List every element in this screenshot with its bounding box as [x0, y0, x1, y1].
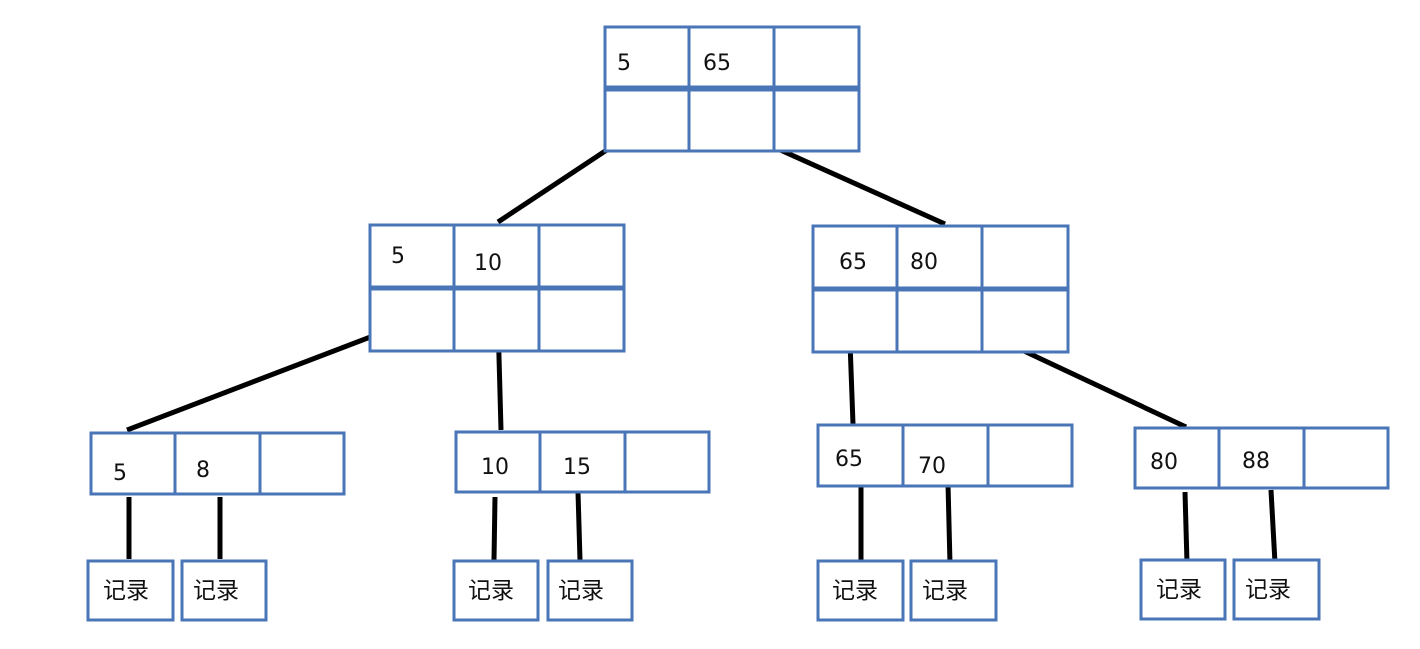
leaf-4-key-cell-1	[1133, 426, 1221, 490]
leaf-2-key-1: 10	[481, 455, 509, 480]
leaf-2-key-cell-3	[623, 430, 711, 494]
record-boxes: 记录 记录 记录 记录 记录 记录 记录 记录	[86, 558, 1321, 622]
leaf-node-2: 10 15	[454, 430, 711, 494]
internal-left-pointer-cell-1	[368, 287, 456, 353]
edge-leaf-4-key-2-to-record	[1268, 489, 1278, 564]
leaf-4-key-cell-2	[1217, 426, 1306, 490]
internal-right-pointer-cell-3	[980, 288, 1070, 354]
record-label-4: 记录	[558, 578, 604, 604]
internal-left-pointer-cell-3	[537, 287, 626, 353]
leaf-4-key-2: 88	[1242, 449, 1270, 474]
internal-node-left: 5 10	[368, 223, 626, 353]
leaf-2-key-cell-2	[538, 430, 627, 494]
leaf-node-4: 80 88	[1133, 426, 1390, 490]
root-key-2: 65	[703, 51, 731, 76]
internal-left-key-1: 5	[391, 244, 405, 269]
edge-leaf-2-key-2-to-record	[575, 491, 583, 561]
internal-left-key-cell-1	[368, 223, 456, 289]
record-box-3	[452, 559, 540, 622]
record-label-6: 记录	[922, 578, 968, 604]
internal-left-key-cell-2	[452, 223, 541, 289]
edge-leaf-2-key-1-to-record	[491, 496, 498, 561]
internal-node-right: 65 80	[811, 224, 1070, 354]
root-pointer-cell-1	[603, 88, 691, 153]
leaf-1-key-2: 8	[196, 458, 210, 483]
internal-left-key-2: 10	[474, 251, 502, 276]
leaf-3-key-2: 70	[918, 454, 946, 479]
record-label-1: 记录	[103, 578, 149, 604]
leaf-3-key-cell-1	[816, 423, 905, 488]
leaf-node-3: 65 70	[816, 423, 1074, 488]
record-box-2	[180, 559, 268, 622]
root-key-cell-2	[687, 25, 776, 89]
record-label-8: 记录	[1245, 577, 1291, 603]
root-key-cell-3	[772, 25, 861, 89]
internal-right-key-1: 65	[839, 250, 867, 275]
record-box-8	[1232, 558, 1321, 621]
leaf-4-key-cell-3	[1302, 426, 1390, 490]
leaf-node-1: 5 8	[89, 431, 346, 496]
root-pointer-cell-3	[772, 88, 861, 153]
leaf-3-key-cell-3	[986, 423, 1074, 488]
leaf-2-key-cell-1	[454, 430, 542, 494]
record-label-7: 记录	[1156, 577, 1202, 603]
internal-right-pointer-cell-2	[895, 288, 984, 354]
root-node: 5 65	[603, 25, 861, 153]
internal-right-key-cell-2	[895, 224, 984, 290]
internal-right-key-2: 80	[910, 250, 938, 275]
record-label-2: 记录	[193, 578, 239, 604]
internal-left-pointer-cell-2	[452, 287, 541, 353]
internal-right-pointer-cell-1	[811, 288, 899, 354]
internal-right-key-cell-1	[811, 224, 899, 290]
record-box-1	[86, 559, 175, 622]
leaf-1-key-cell-1	[89, 431, 177, 496]
tree-edges	[126, 123, 1278, 565]
root-pointer-cell-2	[687, 88, 776, 153]
edge-leaf-4-key-1-to-record	[1182, 491, 1190, 564]
internal-right-key-cell-3	[980, 224, 1070, 290]
record-box-5	[816, 559, 905, 622]
internal-left-key-cell-3	[537, 223, 626, 289]
record-box-6	[909, 559, 998, 622]
leaf-4-key-1: 80	[1150, 450, 1178, 475]
edge-leaf-3-key-2-to-record	[945, 483, 953, 565]
record-box-7	[1139, 558, 1227, 621]
leaf-2-key-2: 15	[563, 455, 591, 480]
leaf-1-key-cell-3	[258, 431, 346, 496]
record-box-4	[546, 559, 634, 622]
record-label-3: 记录	[468, 578, 514, 604]
leaf-1-key-1: 5	[113, 461, 127, 486]
root-key-1: 5	[617, 51, 631, 76]
leaf-1-key-cell-2	[173, 431, 262, 496]
record-label-5: 记录	[832, 578, 878, 604]
leaf-3-key-1: 65	[835, 447, 863, 472]
